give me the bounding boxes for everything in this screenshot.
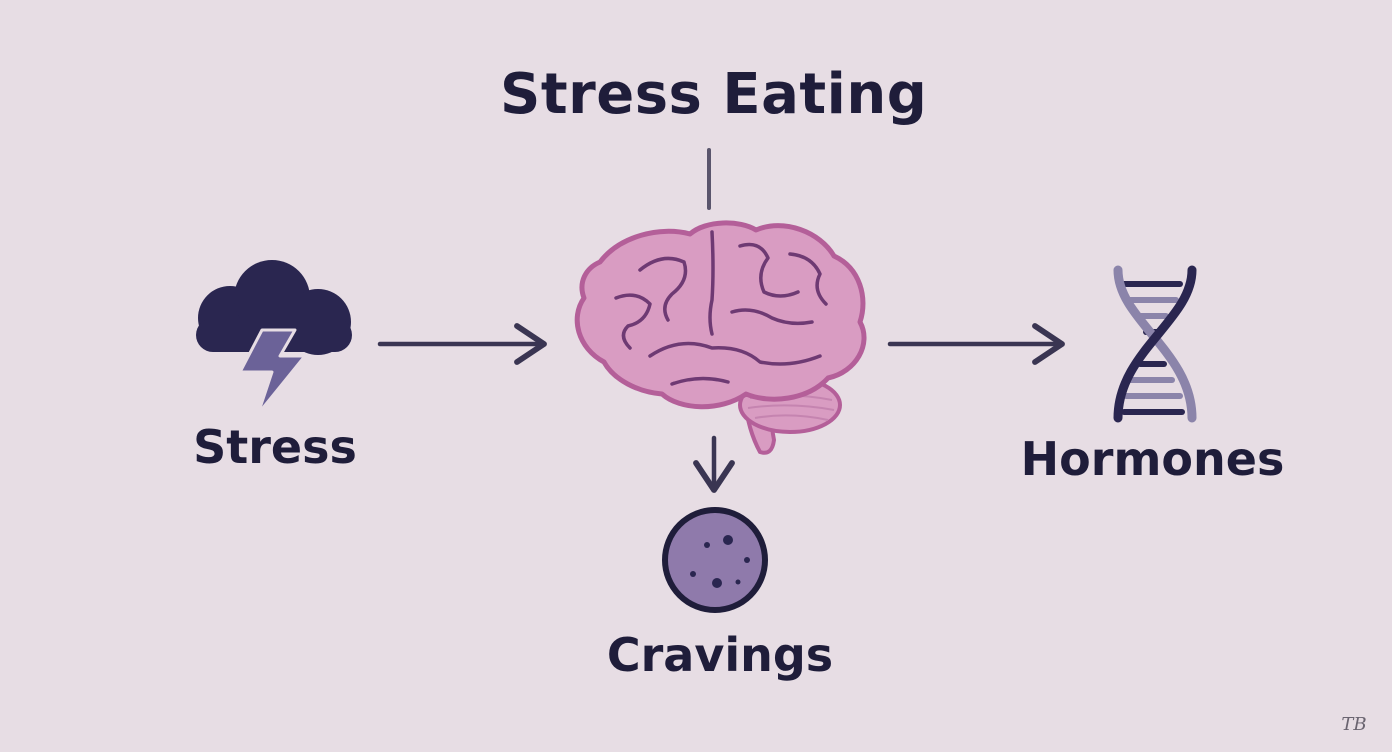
diagram-title: Stress Eating [500,62,928,127]
stress-label: Stress [193,420,357,474]
dna-helix-icon [1113,265,1197,423]
lightning-bolt-icon [238,328,307,416]
signature-mark: TB [1341,714,1367,735]
hormones-label: Hormones [1020,432,1285,486]
storm-cloud-icon [196,260,352,416]
cravings-label: Cravings [606,628,834,682]
brain-icon [574,220,867,455]
cookie-icon [662,507,768,613]
